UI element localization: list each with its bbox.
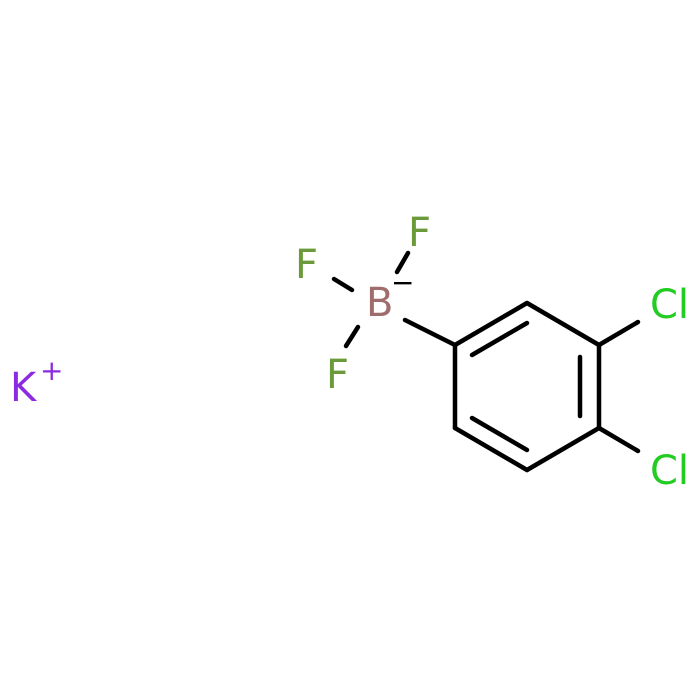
- ring-double-bond-inner-1: [469, 320, 530, 358]
- bonds: [331, 250, 641, 473]
- bond-b-f-bottom: [343, 324, 361, 349]
- ring-bond-c2-c3: [524, 300, 602, 348]
- boron-charge: −: [391, 266, 414, 299]
- fluorine-left-label: F: [295, 242, 318, 288]
- bond-c3-cl: [596, 319, 641, 348]
- chlorine-top-label: Cl: [650, 282, 689, 328]
- fluorine-bottom-label: F: [326, 352, 349, 398]
- potassium-charge: +: [40, 354, 63, 387]
- chlorine-bottom-label: Cl: [650, 448, 689, 494]
- boron-label: B: [366, 280, 393, 326]
- fluorine-top-label: F: [408, 210, 431, 256]
- bond-c1-b: [402, 317, 458, 348]
- bond-b-f-top: [394, 250, 411, 275]
- ring-double-bond-inner-3: [469, 415, 530, 453]
- bond-b-f-left: [331, 276, 355, 293]
- bond-c4-cl: [596, 425, 641, 454]
- ring-bond-c5-c6: [452, 425, 530, 473]
- atom-labels: F F F B − Cl Cl K +: [10, 210, 689, 494]
- ring-bond-c4-c5: [524, 425, 602, 473]
- potassium-label: K: [10, 365, 38, 411]
- ring-bond-c1-c2: [452, 300, 530, 348]
